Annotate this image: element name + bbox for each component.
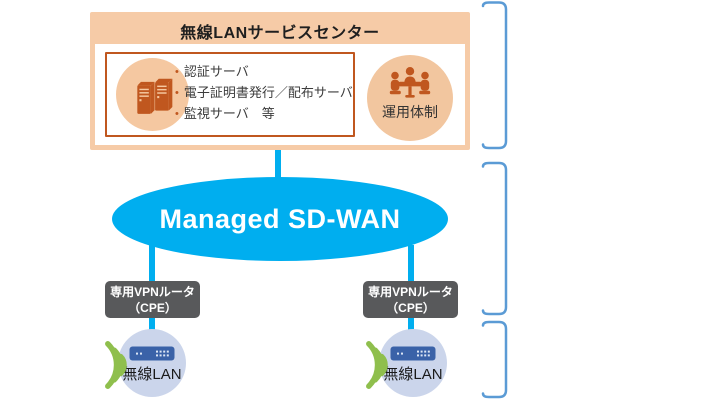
grouping-brackets xyxy=(481,1,508,399)
operation-label: 運用体制 xyxy=(382,104,438,120)
service-center-title: 無線LANサービスセンター xyxy=(180,25,380,42)
wireless-lan-label: 無線LAN xyxy=(122,366,182,383)
server-list: 認証サーバ 電子証明書発行／配布サーバ 監視サーバ 等 xyxy=(175,62,355,125)
bracket-wan xyxy=(481,161,508,316)
access-point-icon xyxy=(129,346,175,361)
access-point-icon xyxy=(390,346,436,361)
cpe-router-box-left: 専用VPNルータ （CPE） xyxy=(105,281,200,318)
managed-sdwan-ellipse: Managed SD-WAN xyxy=(112,177,448,261)
cpe-router-label-line1: 専用VPNルータ xyxy=(110,285,195,299)
wireless-lan-label: 無線LAN xyxy=(383,366,443,383)
server-list-item: 監視サーバ 等 xyxy=(175,104,355,125)
connector-center-to-wan xyxy=(275,150,281,179)
server-list-item: 電子証明書発行／配布サーバ xyxy=(175,83,355,104)
operation-circle: 運用体制 xyxy=(367,55,453,141)
connector-wan-to-cpe-right xyxy=(408,245,414,283)
cpe-router-label-line2: （CPE） xyxy=(128,301,177,315)
wireless-lan-circle-right: 無線LAN xyxy=(379,329,447,397)
wifi-signal-icon xyxy=(366,341,388,389)
connector-wan-to-cpe-left xyxy=(149,245,155,283)
cpe-router-label-line2: （CPE） xyxy=(386,301,435,315)
bracket-service-center xyxy=(481,1,508,150)
server-icon xyxy=(136,78,172,114)
server-list-item: 認証サーバ xyxy=(175,62,355,83)
cpe-router-box-right: 専用VPNルータ （CPE） xyxy=(363,281,458,318)
meeting-icon xyxy=(389,67,431,98)
managed-sdwan-label: Managed SD-WAN xyxy=(159,203,401,234)
bracket-site xyxy=(481,320,508,399)
wifi-signal-icon xyxy=(105,341,127,389)
cpe-router-label-line1: 専用VPNルータ xyxy=(368,285,453,299)
wireless-lan-circle-left: 無線LAN xyxy=(118,329,186,397)
